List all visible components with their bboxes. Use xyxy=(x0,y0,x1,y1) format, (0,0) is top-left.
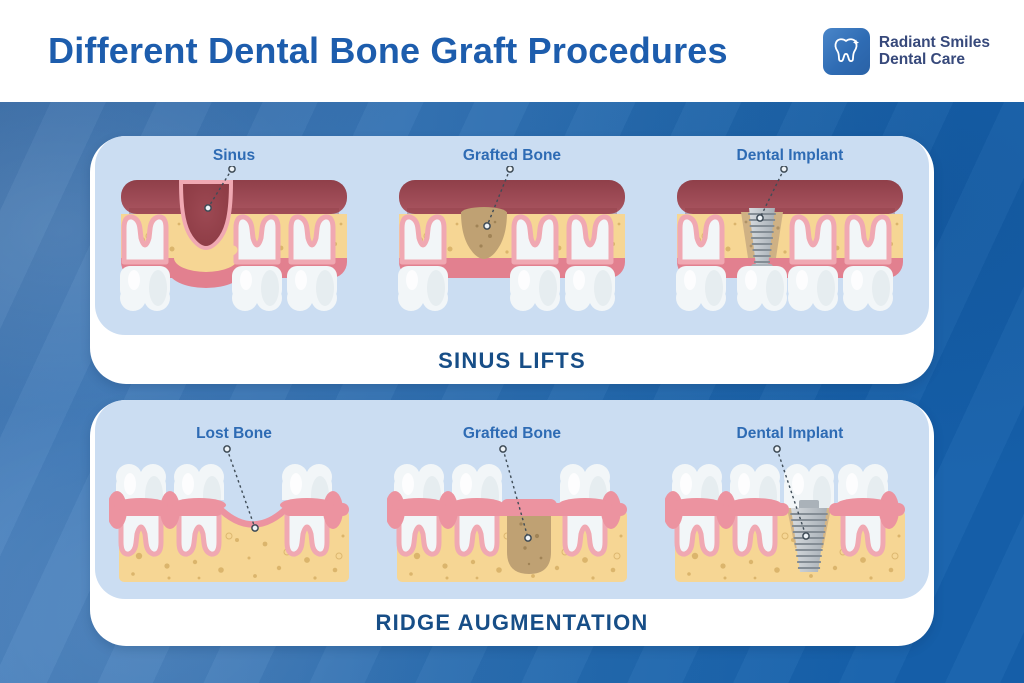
logo-name-line2: Dental Care xyxy=(878,51,966,68)
logo-name-line1: Radiant Smiles xyxy=(878,33,990,51)
panel-ridge-augmentation-canvas: Lost Bone Grafted Bone Dental Implant xyxy=(95,400,929,599)
figure-label: Dental Implant xyxy=(736,147,844,164)
illustration-svg xyxy=(664,445,905,582)
figure-lost-bone: Lost Bone xyxy=(95,400,373,599)
panel-ridge-augmentation: Lost Bone Grafted Bone Dental Implant RI… xyxy=(90,400,934,646)
illustration-lost-bone xyxy=(108,444,359,594)
figure-label: Dental Implant xyxy=(736,425,844,442)
figure-label: Sinus xyxy=(212,147,256,164)
illustration-svg xyxy=(386,445,627,582)
illustration-sinus xyxy=(109,166,359,316)
panel-sinus-lifts-canvas: Sinus Grafted Bone Dental Implant xyxy=(95,136,929,335)
figure-label: Lost Bone xyxy=(196,425,272,442)
logo-text: Radiant Smiles Dental Care xyxy=(879,34,990,69)
panel-sinus-lifts: Sinus Grafted Bone Dental Implant SINUS … xyxy=(90,136,934,384)
panel-caption: RIDGE AUGMENTATION xyxy=(375,609,649,635)
illustration-grafted-bone-upper xyxy=(387,166,637,316)
tooth-icon xyxy=(822,27,870,75)
page-title: Different Dental Bone Graft Procedures xyxy=(48,30,728,71)
illustration-svg xyxy=(397,166,625,311)
figure-label: Grafted Bone xyxy=(462,425,562,442)
figure-sinus: Sinus xyxy=(95,136,373,335)
illustration-grafted-bone-lower xyxy=(386,444,637,594)
figure-label: Grafted Bone xyxy=(462,147,562,164)
illustration-svg xyxy=(675,166,903,311)
tooth-icon-svg xyxy=(834,38,860,63)
panel-caption: SINUS LIFTS xyxy=(438,347,586,373)
header: Different Dental Bone Graft Procedures R… xyxy=(0,0,1024,102)
brand-logo: Radiant Smiles Dental Care xyxy=(822,27,990,75)
figure-dental-implant-upper: Dental Implant xyxy=(651,136,929,335)
illustration-svg xyxy=(108,445,349,582)
illustration-dental-implant-lower xyxy=(664,444,915,594)
illustration-svg xyxy=(119,166,347,311)
illustration-dental-implant-upper xyxy=(665,166,915,316)
figure-grafted-bone-lower: Grafted Bone xyxy=(373,400,651,599)
figure-dental-implant-lower: Dental Implant xyxy=(651,400,929,599)
figure-grafted-bone-upper: Grafted Bone xyxy=(373,136,651,335)
